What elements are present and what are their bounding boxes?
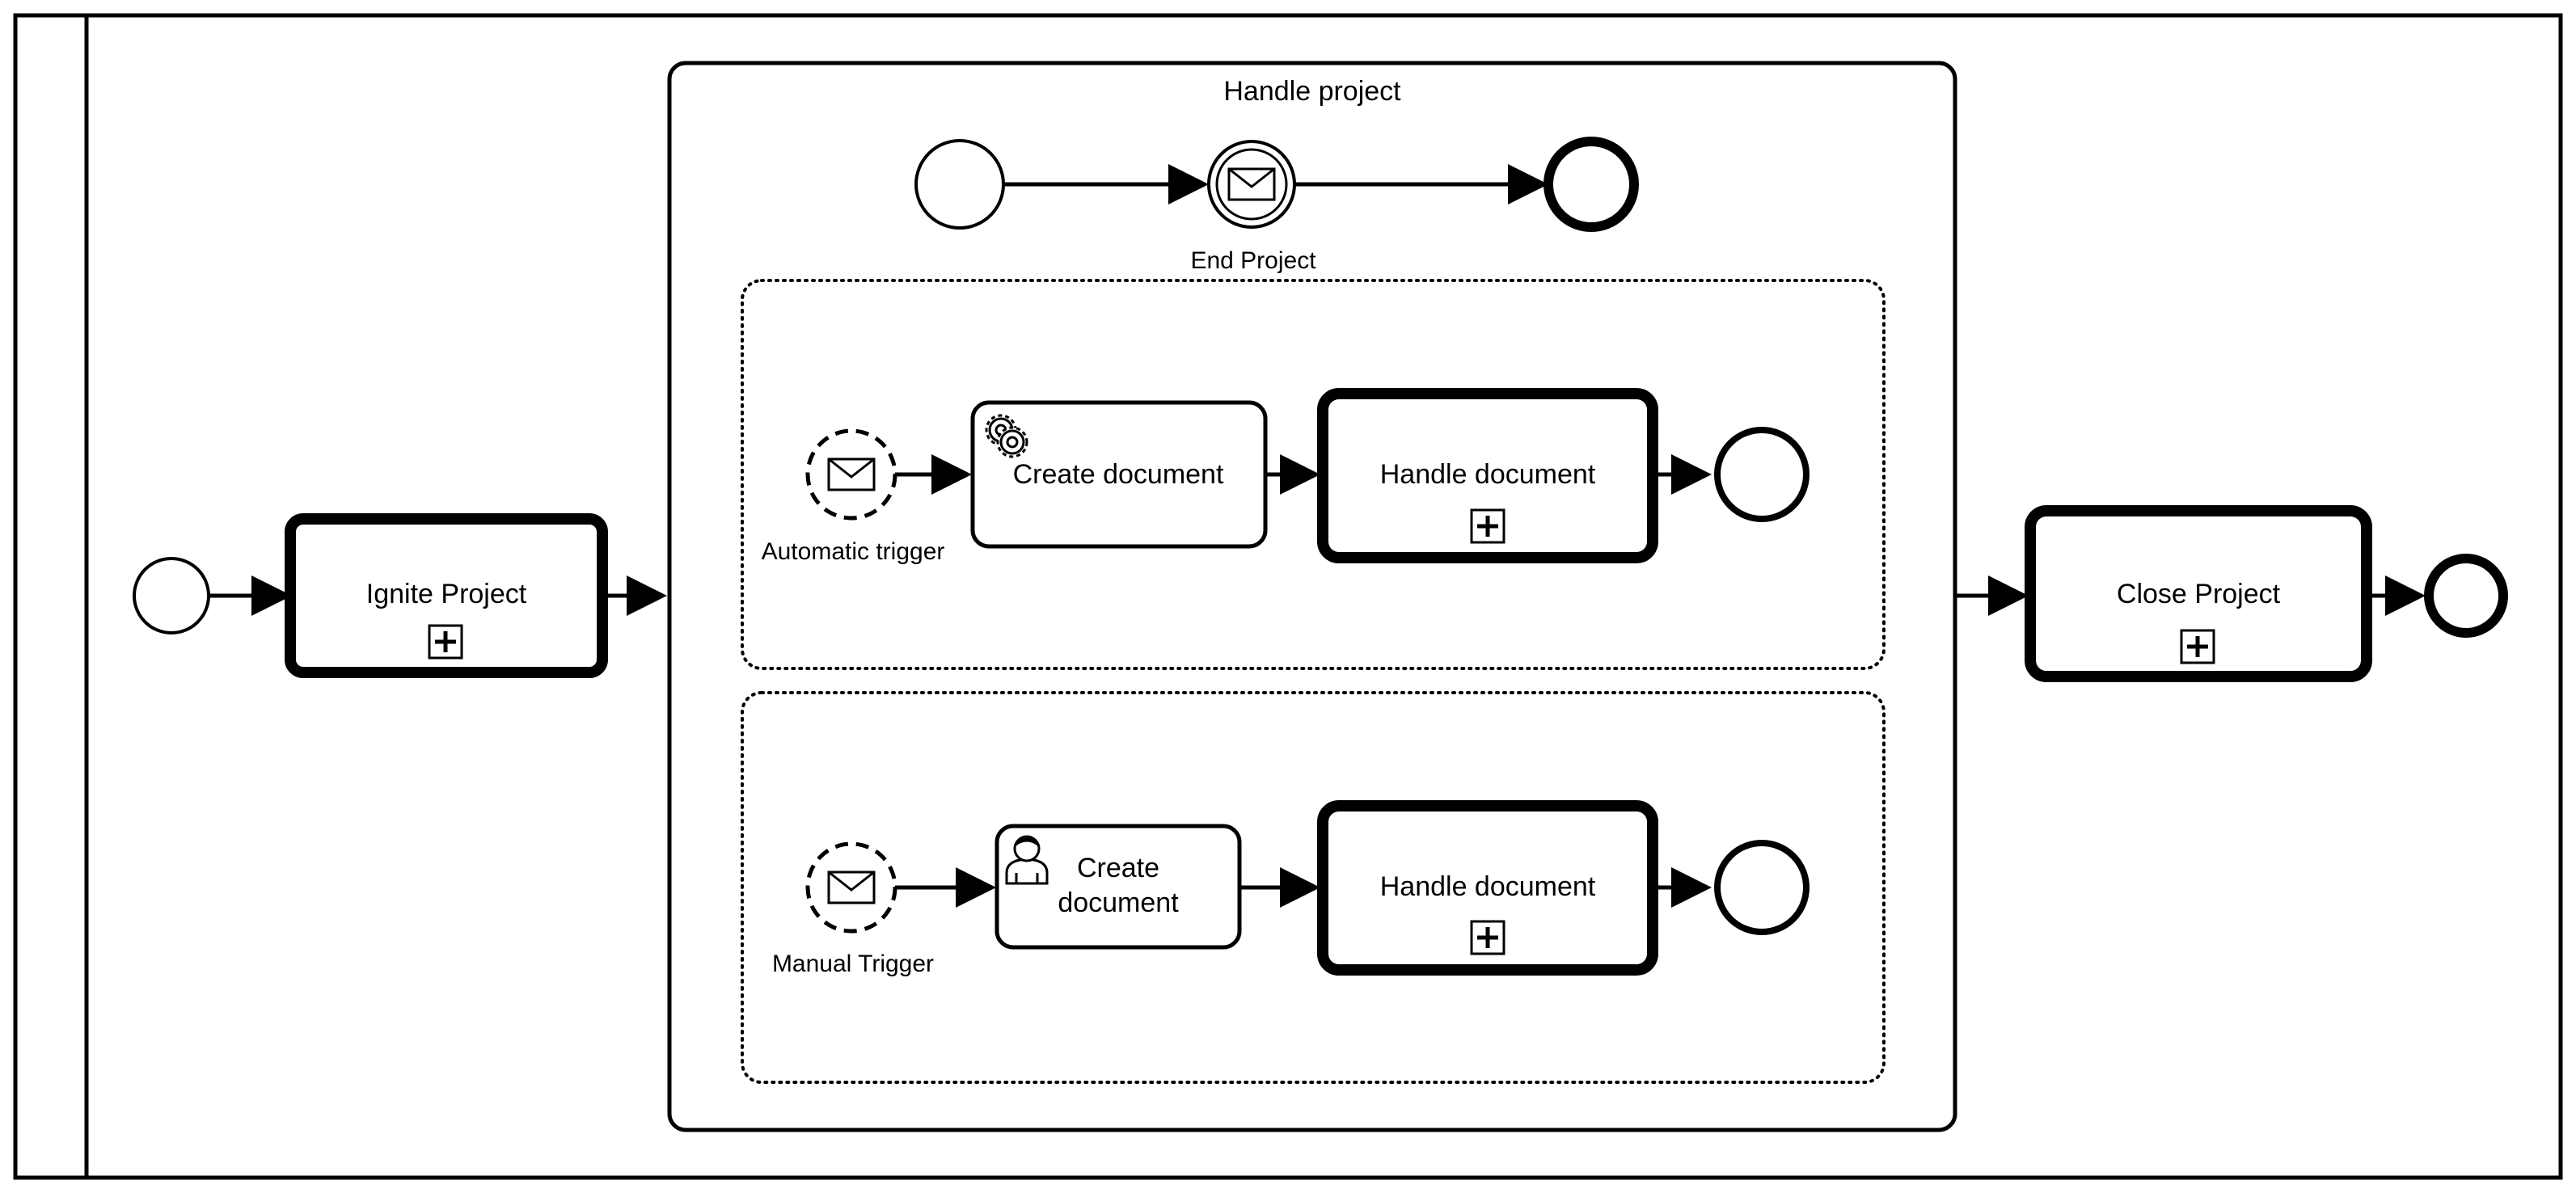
manual-trigger-label: Manual Trigger [772, 951, 934, 977]
handle-document-label: Handle document [1380, 459, 1596, 490]
handle-project-subprocess[interactable]: Handle project End Project Automatic tri… [667, 61, 1957, 1132]
automatic-event-subprocess[interactable]: Automatic trigger Create document Handle… [741, 279, 1886, 670]
handle-document-task-auto[interactable]: Handle document [1317, 388, 1658, 563]
handle-document-task-manual[interactable]: Handle document [1317, 800, 1658, 976]
end-event[interactable] [2424, 554, 2508, 638]
create-document-label-line2: document [1058, 887, 1179, 918]
envelope-icon [827, 457, 876, 491]
handle-document-label: Handle document [1380, 871, 1596, 902]
subprocess-start-event[interactable] [914, 139, 1005, 230]
create-document-service-task[interactable]: Create document [970, 400, 1268, 549]
subprocess-expand-icon[interactable] [2181, 630, 2214, 663]
subprocess-expand-icon[interactable] [1472, 510, 1504, 542]
ignite-project-label: Ignite Project [366, 579, 527, 609]
envelope-icon [827, 871, 876, 904]
user-icon [1005, 835, 1049, 885]
subprocess-end-event[interactable] [1543, 137, 1639, 232]
end-project-label: End Project [1190, 247, 1316, 274]
gear-icon [985, 414, 1028, 458]
close-project-label: Close Project [2117, 579, 2281, 609]
ignite-project-task[interactable]: Ignite Project [285, 513, 608, 678]
automatic-trigger-label: Automatic trigger [762, 538, 945, 565]
manual-event-subprocess[interactable]: Manual Trigger Create document Handle do… [741, 691, 1886, 1084]
manual-trigger-event[interactable] [805, 841, 897, 934]
end-event[interactable] [1714, 840, 1810, 935]
automatic-trigger-event[interactable] [805, 428, 897, 521]
subprocess-expand-icon[interactable] [429, 626, 462, 658]
end-event[interactable] [1714, 427, 1810, 522]
envelope-icon [1227, 167, 1276, 201]
create-document-user-task[interactable]: Create document [995, 824, 1242, 950]
create-document-label: Create document [1013, 459, 1224, 490]
start-event[interactable] [133, 557, 210, 634]
create-document-label-line1: Create [1077, 853, 1159, 883]
close-project-task[interactable]: Close Project [2025, 505, 2372, 682]
subprocess-title: Handle project [1223, 76, 1401, 107]
subprocess-expand-icon[interactable] [1472, 921, 1504, 954]
end-project-event[interactable] [1207, 140, 1296, 229]
